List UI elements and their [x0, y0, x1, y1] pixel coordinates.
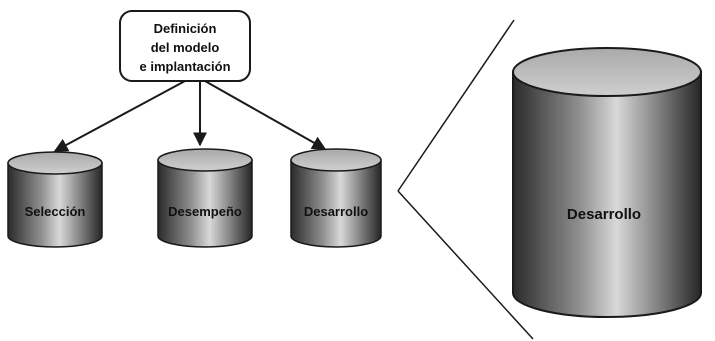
cylinder-desarrollo-large: Desarrollo	[512, 47, 702, 318]
large-cylinder-label: Desarrollo	[567, 206, 641, 223]
zoom-lines	[397, 19, 534, 340]
zoom-line-bottom	[397, 190, 534, 340]
model-definition-box: Definición del modelo e implantación	[119, 10, 251, 82]
box-line-2: del modelo	[151, 40, 220, 55]
arrows	[53, 80, 327, 152]
zoom-line-top	[397, 19, 515, 192]
arrow-to-seleccion	[53, 80, 186, 152]
cylinder-seleccion: Selección	[7, 151, 103, 248]
cylinder-label-desempeno: Desempeño	[168, 204, 242, 219]
cylinder-desempeno: Desempeño	[157, 148, 253, 248]
box-line-1: Definición	[154, 21, 217, 36]
cylinder-label-seleccion: Selección	[25, 204, 86, 219]
arrow-to-desarrollo	[204, 80, 327, 150]
cylinder-desarrollo-small: Desarrollo	[290, 148, 382, 248]
box-line-3: e implantación	[139, 59, 230, 74]
cylinder-label-desarrollo: Desarrollo	[304, 204, 368, 219]
